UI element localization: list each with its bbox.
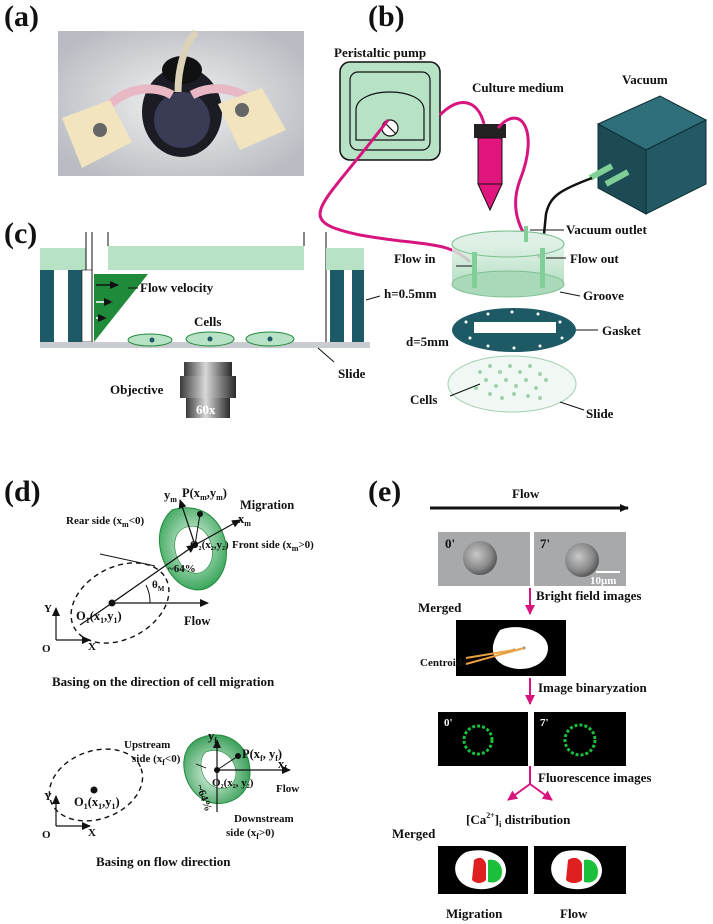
- tubing-pump-medium: [438, 101, 486, 125]
- panel-a-photo: [58, 29, 304, 176]
- vacuum-outlet-label: Vacuum outlet: [566, 222, 647, 237]
- tubing-in: [318, 119, 472, 264]
- flow-label-e: Flow: [512, 486, 540, 501]
- axis-x-label-b: X: [88, 827, 96, 839]
- slide-disc: [447, 355, 577, 413]
- bf-label: Bright field images: [536, 588, 641, 603]
- bf-image-7: [534, 532, 626, 586]
- front-side-label: Front side (xm>0): [232, 539, 314, 553]
- flow-out-label: Flow out: [570, 251, 619, 266]
- binarization-label: Image binaryzation: [538, 680, 647, 695]
- axis-y-label-b: Y: [44, 791, 52, 803]
- o1-label: O1(x1,y1): [76, 609, 122, 625]
- downstream-label-1: Downstream: [234, 813, 294, 825]
- objective-lens: [180, 362, 236, 418]
- flow-velocity-label: Flow velocity: [140, 280, 214, 295]
- flow-in-label: Flow in: [394, 251, 436, 266]
- upstream-label-1: Upstream: [124, 739, 170, 751]
- vacuum-box: [588, 95, 708, 215]
- merged-binary: [456, 620, 566, 676]
- vacuum-line: [542, 176, 593, 235]
- ca-label: [Ca2+]i distribution: [466, 811, 571, 829]
- migration-label-e: Migration: [446, 906, 503, 921]
- culture-medium-tube: [474, 124, 506, 212]
- pm-label: P(xm,ym): [182, 486, 227, 502]
- slide-label-b: Slide: [586, 406, 614, 421]
- gasket-label: Gasket: [602, 323, 642, 338]
- groove-label: Groove: [583, 288, 624, 303]
- panel-b-setup: Peristaltic pump Culture medium Vacuum: [318, 45, 708, 421]
- panel-label-c: (c): [4, 217, 37, 250]
- flow-chamber: [451, 226, 565, 298]
- o1-label-b: O1(x1,y1): [74, 795, 120, 811]
- bf-t0: 0': [445, 536, 455, 551]
- panel-label-a: (a): [4, 0, 39, 33]
- yf-label: yf: [208, 729, 217, 745]
- fl-image-0: [438, 712, 528, 766]
- cells-row: [127, 331, 295, 347]
- gasket: [452, 308, 576, 352]
- fl-t0: 0': [444, 717, 453, 729]
- bf-t7: 7': [540, 536, 550, 551]
- scale-bar-label: 10μm: [590, 575, 616, 587]
- panel-label-e: (e): [368, 475, 401, 508]
- h-label: h=0.5mm: [384, 286, 437, 301]
- merged-label-2: Merged: [392, 826, 436, 841]
- objective-mag: 60x: [196, 402, 216, 417]
- panel-d-bottom: yf xf Upstream side (xf<0) P(xf, yf) Flo…: [42, 729, 299, 869]
- fluorescence-label: Fluorescence images: [538, 770, 651, 785]
- o2-label-b: O2(x2, y2): [212, 777, 254, 790]
- slide-label-c: Slide: [338, 366, 366, 381]
- panel-d-top: ym P(xm,ym) Migration xm Rear side (xm<0…: [42, 486, 314, 689]
- rear-side-label: Rear side (xm<0): [66, 515, 144, 529]
- merged-label-1: Merged: [418, 600, 462, 615]
- downstream-label-2: side (xf>0): [226, 827, 275, 841]
- fl-image-7: [534, 712, 626, 766]
- xf-label: xf: [278, 757, 287, 773]
- upstream-label-2: side (xf<0): [132, 753, 181, 767]
- ym-label: ym: [164, 488, 177, 504]
- flow-label-d2: Flow: [276, 783, 299, 795]
- bf-image-0: [438, 532, 530, 586]
- panel-c-section: Flow velocity Cells h=0.5mm Slide Object…: [40, 232, 437, 418]
- o2-label: O2(x2,y2): [190, 539, 229, 552]
- peristaltic-pump: [339, 61, 441, 161]
- axis-x-label: X: [88, 641, 96, 653]
- pf-label: P(xf, yf): [242, 747, 282, 763]
- panel-e-pipeline: Flow 0' 7' 10μm Bright field images Merg…: [392, 486, 651, 921]
- medium-label: Culture medium: [472, 80, 564, 95]
- flow-label-e2: Flow: [560, 906, 588, 921]
- cells-label-b: Cells: [410, 392, 437, 407]
- axis-o-label-b: O: [42, 829, 51, 841]
- centroids-label: Centroids: [420, 657, 467, 669]
- ca-flow-image: [534, 846, 626, 894]
- ca-migration-image: [438, 846, 528, 894]
- panel-label-d: (d): [4, 475, 41, 508]
- fl-t7: 7': [540, 717, 549, 729]
- axis-o-label: O: [42, 643, 51, 655]
- objective-label: Objective: [110, 382, 164, 397]
- migration-label-d: Migration: [240, 498, 294, 512]
- d-label: d=5mm: [406, 334, 449, 349]
- pump-label: Peristaltic pump: [334, 45, 426, 60]
- flow-label-d1: Flow: [184, 614, 210, 628]
- xm-label: xm: [238, 512, 251, 528]
- vacuum-label: Vacuum: [622, 72, 668, 87]
- caption-migration: Basing on the direction of cell migratio…: [52, 674, 275, 689]
- caption-flow: Basing on flow direction: [96, 854, 231, 869]
- theta-label: θM: [152, 579, 165, 593]
- pct-label: ~64%: [168, 563, 196, 575]
- cells-label-c: Cells: [194, 314, 221, 329]
- panel-label-b: (b): [368, 0, 405, 33]
- axis-y-label: Y: [44, 603, 52, 615]
